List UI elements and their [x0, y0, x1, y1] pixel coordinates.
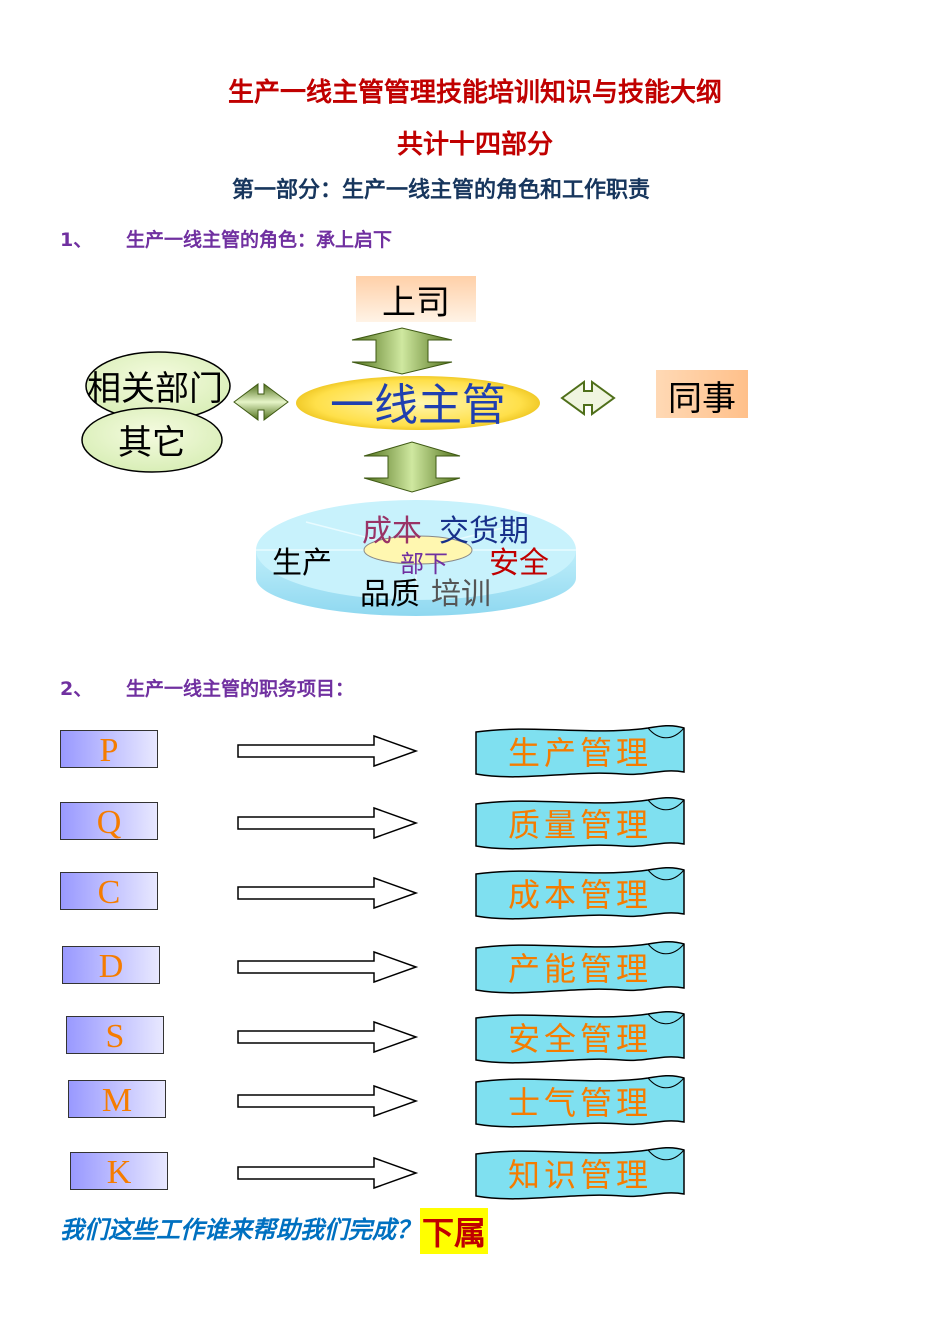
right-arrow-icon	[237, 734, 419, 768]
section2-heading: 2、 生产一线主管的职务项目：	[60, 674, 354, 701]
duty-letter-box: P	[60, 730, 158, 769]
section1-title: 生产一线主管的角色：承上启下	[126, 229, 393, 251]
related-dept-label: 相关部门	[87, 369, 223, 409]
double-arrow-up-icon	[351, 327, 453, 375]
supervisor-oval	[296, 376, 540, 430]
peer-box	[656, 370, 748, 418]
section1-number: 1、	[60, 229, 93, 251]
footer-question-text: 我们这些工作谁来帮助我们完成？	[60, 1216, 420, 1244]
right-arrow-icon	[237, 1156, 419, 1190]
duty-banner: 知识管理	[475, 1146, 685, 1200]
section2-title: 生产一线主管的职务项目：	[126, 678, 355, 700]
duty-letter-box: S	[66, 1016, 164, 1055]
duty-banner: 安全管理	[475, 1010, 685, 1064]
duty-banner: 成本管理	[475, 866, 685, 920]
duty-letter-box: M	[68, 1080, 166, 1119]
duty-letter-box: C	[60, 872, 158, 911]
duty-letter-box: K	[70, 1152, 168, 1191]
footer-answer: 下属	[420, 1208, 489, 1254]
duty-banner: 生产管理	[475, 724, 685, 778]
duty-letter-box: D	[62, 946, 160, 985]
duty-label: 安全管理	[508, 1020, 652, 1058]
page-title: 生产一线主管管理技能培训知识与技能大纲	[227, 78, 722, 108]
other-label: 其它	[118, 423, 186, 463]
duty-label: 生产管理	[508, 734, 652, 772]
area-cost: 成本	[362, 514, 422, 549]
duty-banner: 士气管理	[475, 1074, 685, 1128]
double-arrow-left-icon	[233, 383, 289, 421]
duty-label: 质量管理	[508, 806, 652, 844]
duty-banner: 产能管理	[475, 940, 685, 994]
subordinate-disk	[256, 500, 576, 616]
section1-heading: 1、 生产一线主管的角色：承上启下	[60, 225, 392, 252]
duty-label: 产能管理	[508, 950, 652, 988]
right-arrow-icon	[237, 1084, 419, 1118]
supervisor-label: 一线主管	[330, 380, 506, 431]
area-safety: 安全	[489, 546, 549, 581]
area-training: 培训	[431, 577, 491, 612]
other-oval	[81, 407, 223, 473]
area-delivery: 交货期	[439, 514, 529, 549]
page-subtitle: 共计十四部分	[396, 130, 553, 160]
area-quality: 品质	[360, 577, 420, 612]
part-title: 第一部分：生产一线主管的角色和工作职责	[232, 178, 651, 203]
section2-number: 2、	[60, 678, 93, 700]
right-arrow-icon	[237, 1020, 419, 1054]
right-arrow-icon	[237, 806, 419, 840]
subordinate-label: 部下	[400, 550, 448, 578]
double-arrow-down-icon	[363, 441, 461, 493]
duty-label: 知识管理	[508, 1156, 652, 1194]
role-diagram: 上司 一线主管 同事 相关部门 其它 成本 交货期 生产 部下 安全 品质 培训	[81, 276, 748, 616]
duty-label: 成本管理	[508, 876, 652, 914]
boss-label: 上司	[382, 283, 450, 323]
duty-banner: 质量管理	[475, 796, 685, 850]
double-arrow-right-icon	[560, 380, 616, 416]
duty-label: 士气管理	[508, 1084, 652, 1122]
area-production: 生产	[272, 546, 332, 581]
duty-letter-box: Q	[60, 802, 158, 841]
boss-box	[356, 276, 476, 322]
footer-question: 我们这些工作谁来帮助我们完成？下属	[60, 1208, 489, 1254]
right-arrow-icon	[237, 950, 419, 984]
peer-label: 同事	[668, 379, 736, 419]
right-arrow-icon	[237, 876, 419, 910]
